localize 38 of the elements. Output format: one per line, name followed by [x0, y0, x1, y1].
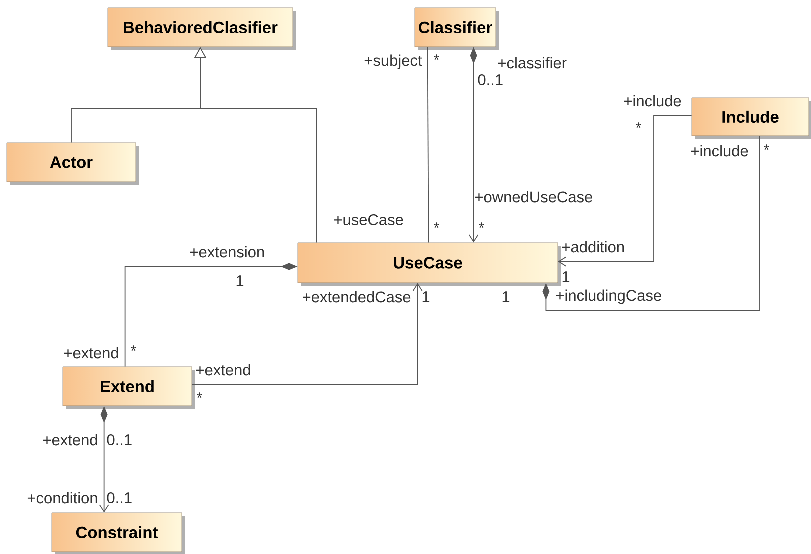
class-box: Actor — [6, 142, 139, 185]
role-label: +include — [691, 145, 748, 157]
role-label: * — [130, 346, 136, 352]
role-label: +useCase — [334, 214, 404, 226]
role-label: +subject — [364, 54, 422, 70]
role-label: 0..1 — [107, 434, 132, 446]
class-box: Constraint — [52, 512, 185, 554]
role-label: +extend — [196, 364, 250, 376]
composition-line — [542, 136, 760, 312]
role-label: * — [196, 392, 202, 398]
role-label: 0..1 — [107, 492, 132, 504]
role-label: * — [764, 144, 770, 150]
class-box: Extend — [62, 366, 195, 409]
role-label: +extendedCase — [303, 291, 411, 303]
role-label: +classifier — [498, 57, 567, 69]
association-arrow — [558, 115, 692, 267]
association-line — [427, 46, 430, 244]
role-label: * — [636, 122, 642, 128]
role-label: +extend — [43, 434, 98, 446]
role-label: +includingCase — [556, 290, 662, 304]
class-box: Include — [692, 98, 811, 139]
role-label: * — [434, 222, 440, 228]
role-label: +extend — [64, 347, 118, 359]
role-label: +ownedUseCase — [475, 191, 592, 203]
class-box: BehavioredClasifier — [108, 8, 296, 50]
role-label: * — [478, 222, 484, 228]
association-arrow — [192, 283, 423, 386]
role-label: +extension — [190, 246, 264, 258]
role-label: +condition — [28, 492, 98, 504]
role-label: 1 — [236, 276, 244, 286]
class-box: Classifier — [414, 8, 499, 50]
role-label: 1 — [422, 292, 430, 302]
role-label: * — [434, 54, 440, 60]
role-label: 1 — [562, 272, 570, 282]
role-label: +addition — [562, 241, 624, 253]
role-label: +include — [624, 95, 682, 107]
class-box: UseCase — [298, 242, 561, 286]
role-label: 0..1 — [478, 74, 503, 86]
